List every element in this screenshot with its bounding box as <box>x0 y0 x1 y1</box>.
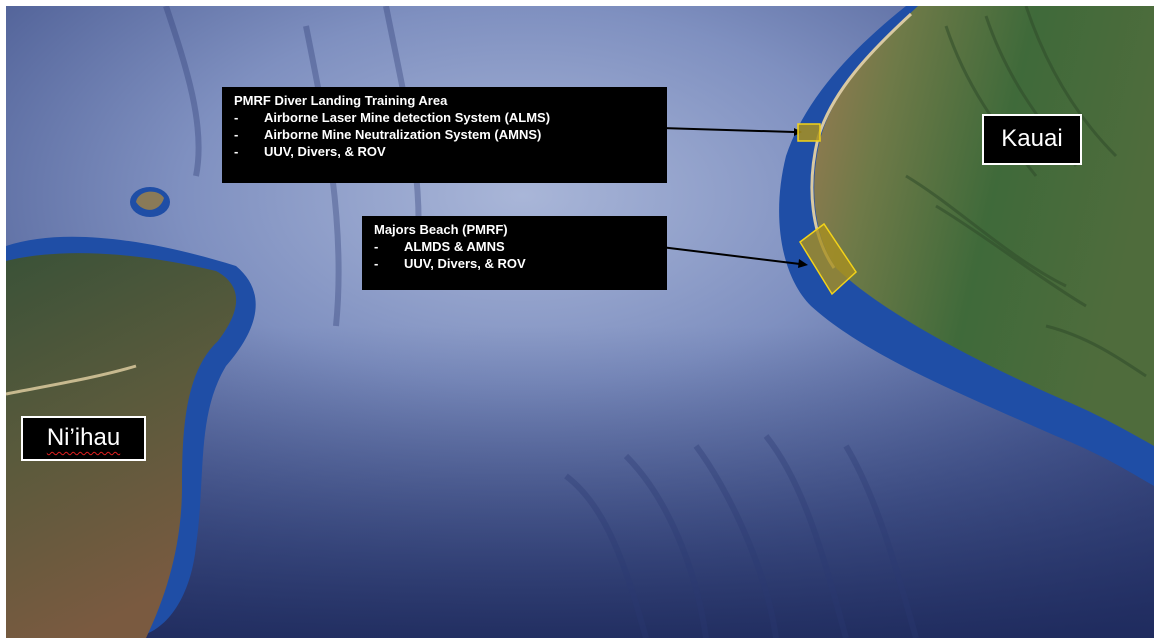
callout-list: Airborne Laser Mine detection System (AL… <box>234 109 657 160</box>
callout-item: ALMDS & AMNS <box>374 238 657 255</box>
callout-item: UUV, Divers, & ROV <box>374 255 657 272</box>
niihau-label-text: Ni’ihau <box>46 424 121 451</box>
callout-majors-beach: Majors Beach (PMRF) ALMDS & AMNS UUV, Di… <box>362 216 667 290</box>
callout-arrow-1 <box>660 127 795 133</box>
majors-beach-area <box>799 222 857 296</box>
niihau-coast <box>6 364 137 396</box>
callout-diver-landing: PMRF Diver Landing Training Area Airborn… <box>222 87 667 183</box>
niihau-label: Ni’ihau <box>21 416 146 461</box>
satellite-map: PMRF Diver Landing Training Area Airborn… <box>6 6 1154 638</box>
callout-item: UUV, Divers, & ROV <box>234 143 657 160</box>
kauai-label: Kauai <box>982 114 1082 165</box>
callout-arrowhead-2 <box>798 259 808 268</box>
callout-title: Majors Beach (PMRF) <box>374 222 508 237</box>
callout-item: Airborne Laser Mine detection System (AL… <box>234 109 657 126</box>
callout-item: Airborne Mine Neutralization System (AMN… <box>234 126 657 143</box>
diver-landing-area <box>797 123 821 142</box>
callout-arrow-2 <box>660 246 801 265</box>
callout-list: ALMDS & AMNS UUV, Divers, & ROV <box>374 238 657 272</box>
callout-title: PMRF Diver Landing Training Area <box>234 93 448 108</box>
lehua-islet <box>136 191 164 210</box>
